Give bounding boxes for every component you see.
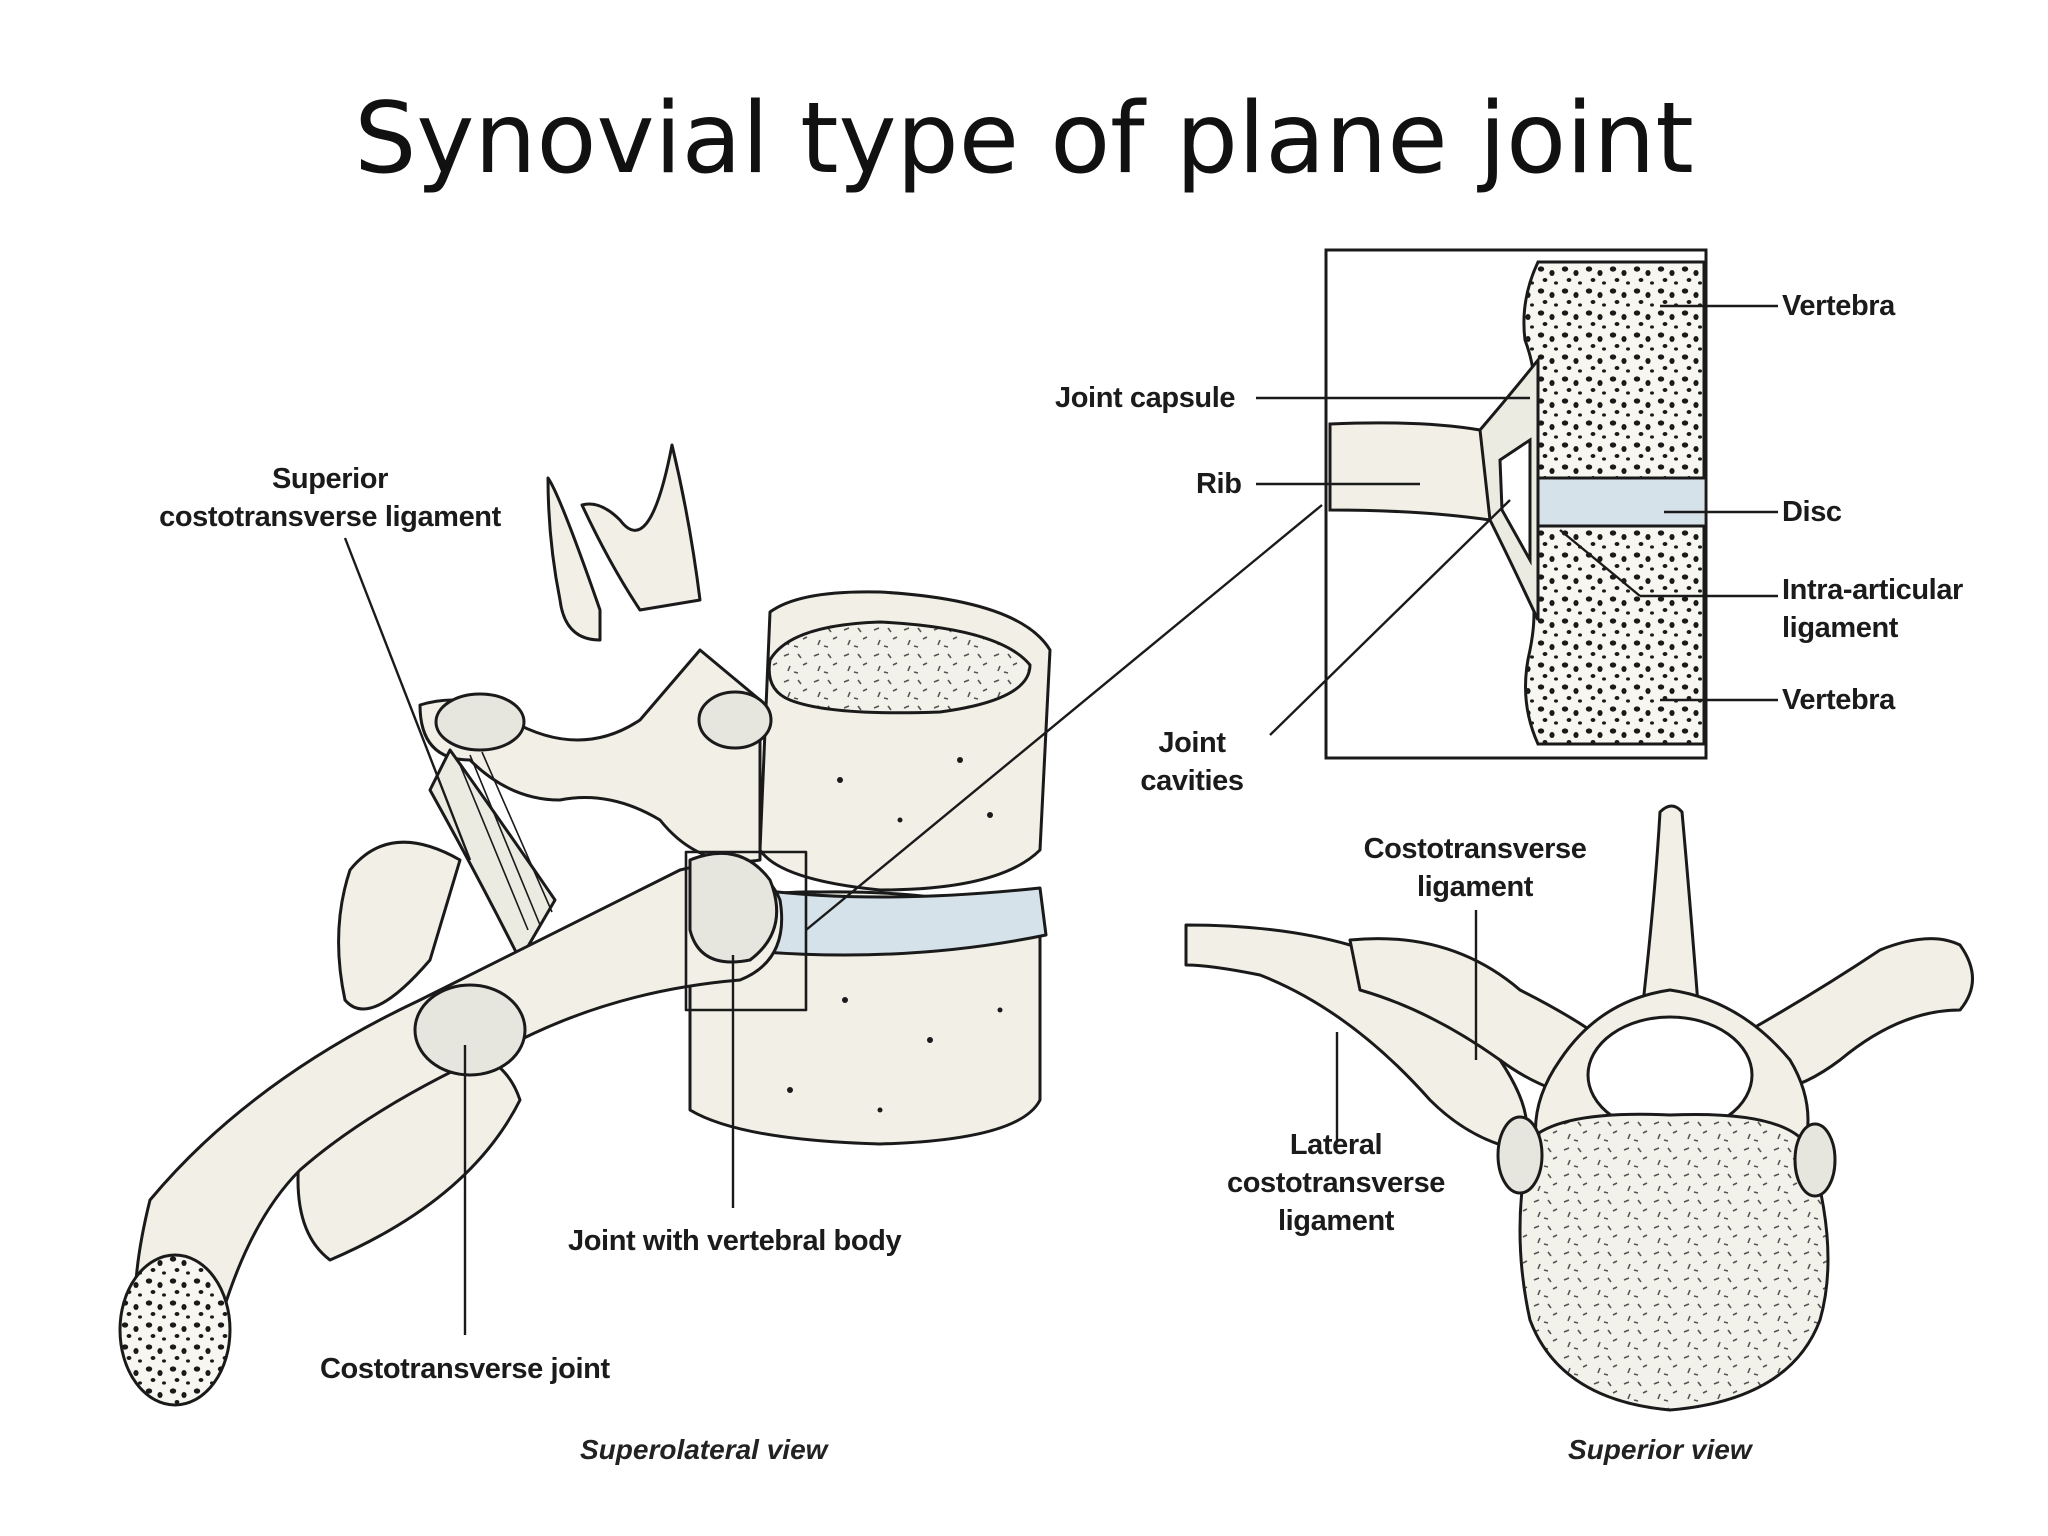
surface-dots xyxy=(787,757,1003,1113)
slide-title: Synovial type of plane joint xyxy=(354,82,1694,196)
rib-head xyxy=(688,851,779,964)
label-joint-cavities: Joint cavities xyxy=(1140,727,1244,797)
rib-cross-section xyxy=(118,1253,232,1407)
facet-pedicle xyxy=(697,690,773,750)
leader-lines-superior xyxy=(1335,910,1478,1140)
inset-rib xyxy=(1328,421,1495,522)
label-joint-with-vertebral-body: Joint with vertebral body xyxy=(568,1225,902,1257)
rib-head-right xyxy=(1793,1122,1837,1198)
superolateral-view xyxy=(118,443,1052,1407)
detail-box xyxy=(684,850,808,1012)
costotransverse-facet xyxy=(413,983,527,1077)
spinous-process xyxy=(546,476,602,642)
inset-vertebra-top xyxy=(1522,260,1706,480)
inset-view xyxy=(1324,248,1708,760)
superior-transverse-right xyxy=(1748,937,1974,1092)
caption-superior-view: Superior view xyxy=(1568,1434,1752,1465)
label-vertebra-bottom: Vertebra xyxy=(1782,684,1895,716)
label-rib: Rib xyxy=(1196,468,1242,500)
inferior-process xyxy=(337,840,462,1011)
superior-spinous xyxy=(1638,804,1702,1032)
label-costotransverse-joint: Costotransverse joint xyxy=(320,1353,610,1385)
rib-head-left xyxy=(1496,1115,1544,1195)
caption-superolateral-view: Superolateral view xyxy=(580,1434,828,1465)
superior-view xyxy=(1184,804,1974,1412)
superior-articular-process xyxy=(580,443,702,612)
label-superior-costotransverse-ligament: Superior costotransverse ligament xyxy=(159,463,501,533)
label-intra-articular-ligament: Intra-articular ligament xyxy=(1782,574,1963,644)
inset-vertebra-bottom xyxy=(1523,524,1706,746)
vertebral-body-top-face xyxy=(767,620,1032,715)
label-lateral-costotransverse-ligament: Lateral costotransverse ligament xyxy=(1226,1129,1446,1237)
label-vertebra-top: Vertebra xyxy=(1782,290,1895,322)
label-disc: Disc xyxy=(1782,496,1842,528)
leader-lines-left xyxy=(343,504,1323,1335)
inset-cavity xyxy=(1498,437,1532,566)
superior-vertebral-body xyxy=(1518,1112,1830,1412)
label-costotransverse-ligament: Costotransverse ligament xyxy=(1363,833,1587,903)
leader-lines-inset xyxy=(1256,304,1778,736)
facet-upper xyxy=(434,692,526,752)
inset-disc xyxy=(1534,478,1704,526)
label-joint-capsule: Joint capsule xyxy=(1055,382,1236,414)
